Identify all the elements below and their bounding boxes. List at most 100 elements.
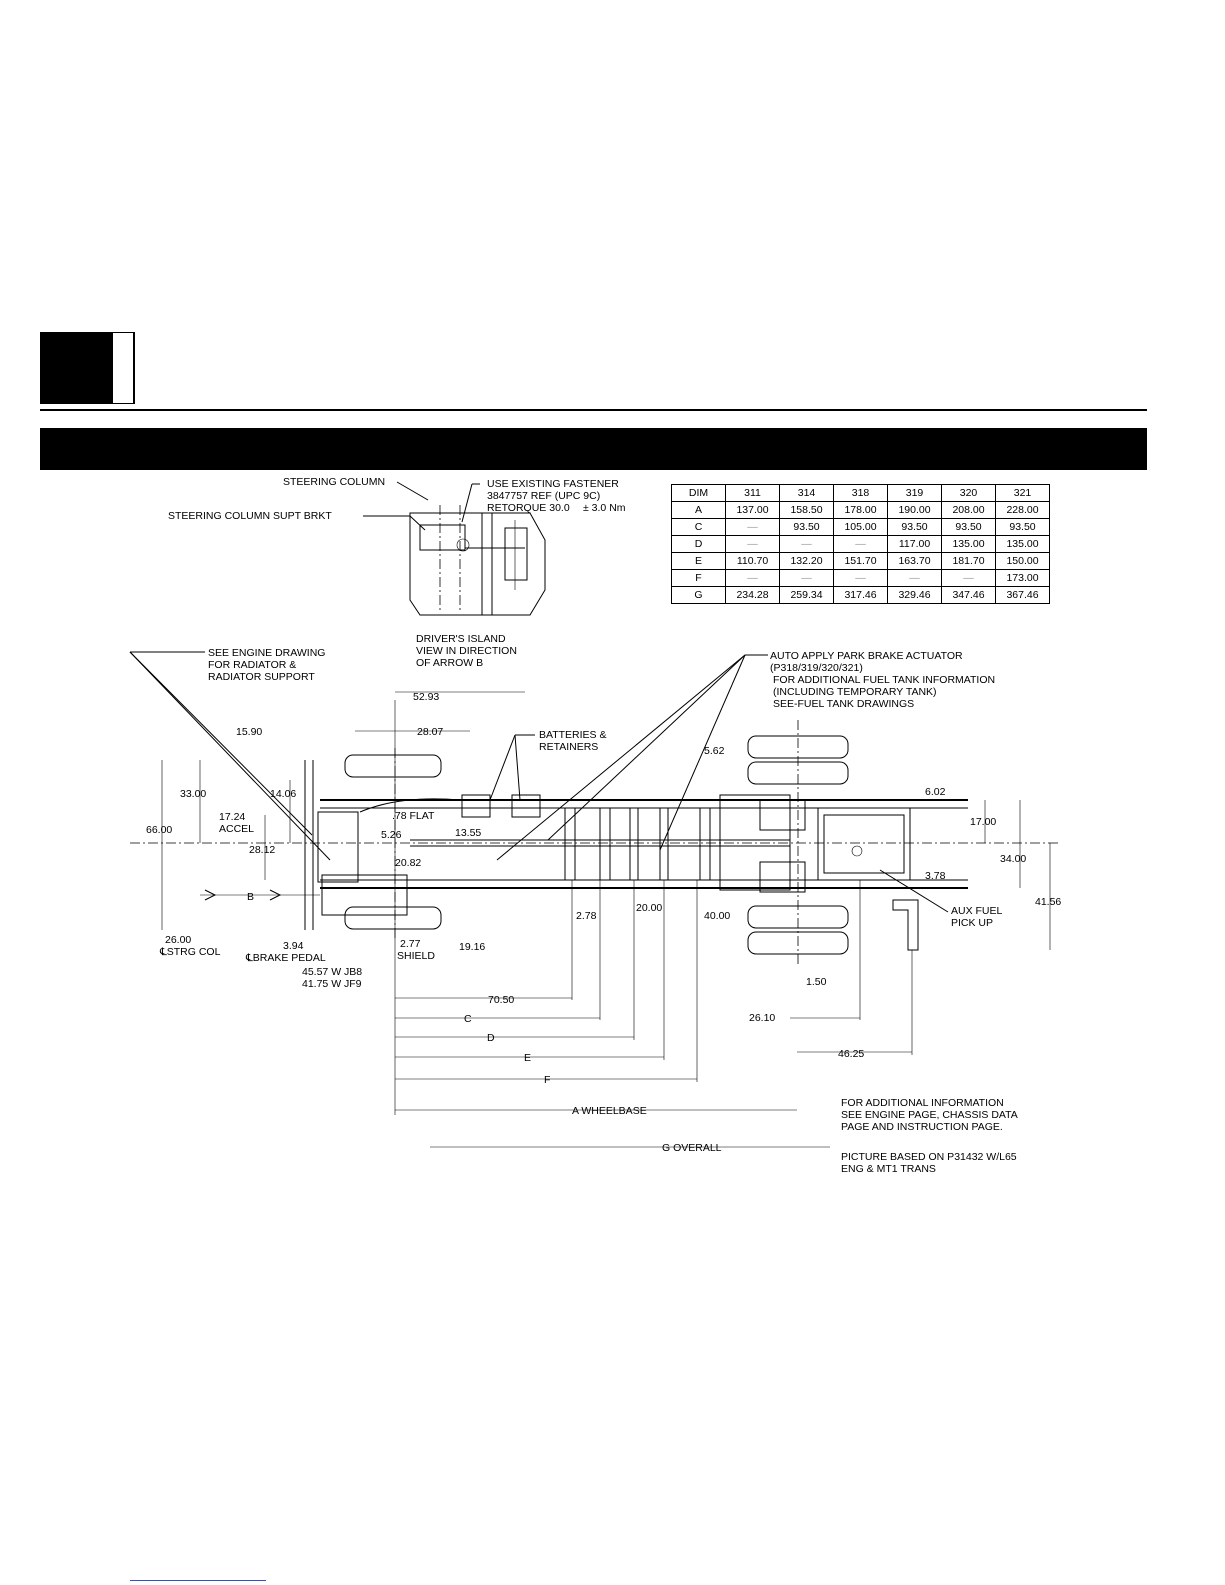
table-cell: D bbox=[671, 535, 726, 553]
dim-33-00: 33.00 bbox=[180, 788, 206, 800]
dim-26-00: 26.00 bbox=[165, 934, 191, 946]
table-cell: — bbox=[779, 535, 834, 553]
island-label-1: DRIVER'S ISLAND bbox=[416, 633, 506, 645]
table-cell: 93.50 bbox=[887, 518, 942, 536]
dim-6-02: 6.02 bbox=[925, 786, 946, 798]
info-note-1: FOR ADDITIONAL INFORMATION bbox=[841, 1097, 1004, 1109]
dimension-table: DIM 311 314 318 319 320 321 A 137.00 158… bbox=[671, 484, 1050, 604]
aux-fuel-callout-1: AUX FUEL bbox=[951, 905, 1003, 917]
info-note-2: SEE ENGINE PAGE, CHASSIS DATA bbox=[841, 1109, 1018, 1121]
flat-label: .78 FLAT bbox=[392, 810, 435, 822]
dim-5-26: 5.26 bbox=[381, 829, 402, 841]
dim-46-25: 46.25 bbox=[838, 1048, 864, 1060]
dim-wheelbase: A WHEELBASE bbox=[572, 1105, 647, 1117]
table-cell: — bbox=[779, 569, 834, 587]
table-cell: G bbox=[671, 586, 726, 604]
table-header-cell: 311 bbox=[725, 484, 780, 502]
engine-callout-2: FOR RADIATOR & bbox=[208, 659, 296, 671]
table-cell: 181.70 bbox=[941, 552, 996, 570]
table-row: E 110.70 132.20 151.70 163.70 181.70 150… bbox=[671, 552, 1050, 570]
park-callout-1: AUTO APPLY PARK BRAKE ACTUATOR bbox=[770, 650, 963, 662]
table-cell: 163.70 bbox=[887, 552, 942, 570]
dim-41-56: 41.56 bbox=[1035, 896, 1061, 908]
dim-26-10: 26.10 bbox=[749, 1012, 775, 1024]
dim-19-16: 19.16 bbox=[459, 941, 485, 953]
table-cell: — bbox=[887, 569, 942, 587]
picture-note-2: ENG & MT1 TRANS bbox=[841, 1163, 936, 1175]
header-rule bbox=[40, 409, 1147, 411]
table-cell: 173.00 bbox=[995, 569, 1050, 587]
park-callout-2: (P318/319/320/321) bbox=[770, 662, 863, 674]
table-cell: 317.46 bbox=[833, 586, 888, 604]
table-header-cell: 319 bbox=[887, 484, 942, 502]
title-bar bbox=[40, 428, 1147, 470]
dim-15-90: 15.90 bbox=[236, 726, 262, 738]
leader-lines bbox=[129, 651, 949, 913]
picture-note-1: PICTURE BASED ON P31432 W/L65 bbox=[841, 1151, 1017, 1163]
steering-bracket-label: STEERING COLUMN SUPT BRKT bbox=[168, 510, 332, 522]
table-cell: — bbox=[833, 535, 888, 553]
table-cell: 132.20 bbox=[779, 552, 834, 570]
table-cell: 158.50 bbox=[779, 501, 834, 519]
table-cell: 367.46 bbox=[995, 586, 1050, 604]
fastener-label-3: RETORQUE 30.0 bbox=[487, 502, 570, 514]
table-cell: 110.70 bbox=[725, 552, 780, 570]
table-header-cell: 321 bbox=[995, 484, 1050, 502]
table-cell: 259.34 bbox=[779, 586, 834, 604]
table-cell: 234.28 bbox=[725, 586, 780, 604]
island-label-3: OF ARROW B bbox=[416, 657, 483, 669]
dim-34-00: 34.00 bbox=[1000, 853, 1026, 865]
table-cell: — bbox=[941, 569, 996, 587]
footer-link-underline[interactable] bbox=[130, 1580, 266, 1581]
dimension-lines bbox=[161, 691, 1051, 1148]
table-cell: 105.00 bbox=[833, 518, 888, 536]
fastener-label-1: USE EXISTING FASTENER bbox=[487, 478, 619, 490]
fastener-label-2: 3847757 REF (UPC 9C) bbox=[487, 490, 600, 502]
dim-3-94: 3.94 bbox=[283, 940, 304, 952]
table-header-cell: 318 bbox=[833, 484, 888, 502]
jf9-label: 41.75 W JF9 bbox=[302, 978, 362, 990]
dim-40-00: 40.00 bbox=[704, 910, 730, 922]
arrow-b-label: B bbox=[247, 891, 254, 903]
shield-label: SHIELD bbox=[397, 950, 435, 962]
table-cell: — bbox=[725, 535, 780, 553]
dim-14-06: 14.06 bbox=[270, 788, 296, 800]
table-cell: 117.00 bbox=[887, 535, 942, 553]
table-cell: 137.00 bbox=[725, 501, 780, 519]
table-cell: 135.00 bbox=[995, 535, 1050, 553]
table-cell: 93.50 bbox=[995, 518, 1050, 536]
accel-label: ACCEL bbox=[219, 823, 254, 835]
dim-28-07: 28.07 bbox=[417, 726, 443, 738]
table-cell: — bbox=[725, 569, 780, 587]
park-callout-3: FOR ADDITIONAL FUEL TANK INFORMATION bbox=[773, 674, 995, 686]
table-cell: E bbox=[671, 552, 726, 570]
table-row: G 234.28 259.34 317.46 329.46 347.46 367… bbox=[671, 586, 1050, 604]
dim-2-78: 2.78 bbox=[576, 910, 597, 922]
dim-f: F bbox=[544, 1074, 550, 1086]
table-cell: 208.00 bbox=[941, 501, 996, 519]
aux-fuel-callout-2: PICK UP bbox=[951, 917, 993, 929]
fastener-tolerance: ± 3.0 Nm bbox=[583, 502, 626, 514]
table-cell: A bbox=[671, 501, 726, 519]
chassis-plan bbox=[130, 720, 1060, 965]
dim-20-00: 20.00 bbox=[636, 902, 662, 914]
dim-52-93: 52.93 bbox=[413, 691, 439, 703]
jb8-label: 45.57 W JB8 bbox=[302, 966, 362, 978]
table-header-row: DIM 311 314 318 319 320 321 bbox=[671, 484, 1050, 502]
brake-pedal-label: ℄BRAKE PEDAL bbox=[245, 952, 326, 964]
island-label-2: VIEW IN DIRECTION bbox=[416, 645, 517, 657]
dim-c: C bbox=[464, 1013, 472, 1025]
table-row: C — 93.50 105.00 93.50 93.50 93.50 bbox=[671, 518, 1050, 536]
dim-5-62: 5.62 bbox=[704, 745, 725, 757]
dim-1-50: 1.50 bbox=[806, 976, 827, 988]
dim-20-82: 20.82 bbox=[395, 857, 421, 869]
table-cell: 228.00 bbox=[995, 501, 1050, 519]
table-row: A 137.00 158.50 178.00 190.00 208.00 228… bbox=[671, 501, 1050, 519]
table-cell: 150.00 bbox=[995, 552, 1050, 570]
steering-column-label: STEERING COLUMN bbox=[283, 476, 385, 488]
table-cell: 151.70 bbox=[833, 552, 888, 570]
table-header-cell: 314 bbox=[779, 484, 834, 502]
strg-col-label: ℄STRG COL bbox=[159, 946, 221, 958]
engine-callout-1: SEE ENGINE DRAWING bbox=[208, 647, 325, 659]
dim-17-24: 17.24 bbox=[219, 811, 245, 823]
